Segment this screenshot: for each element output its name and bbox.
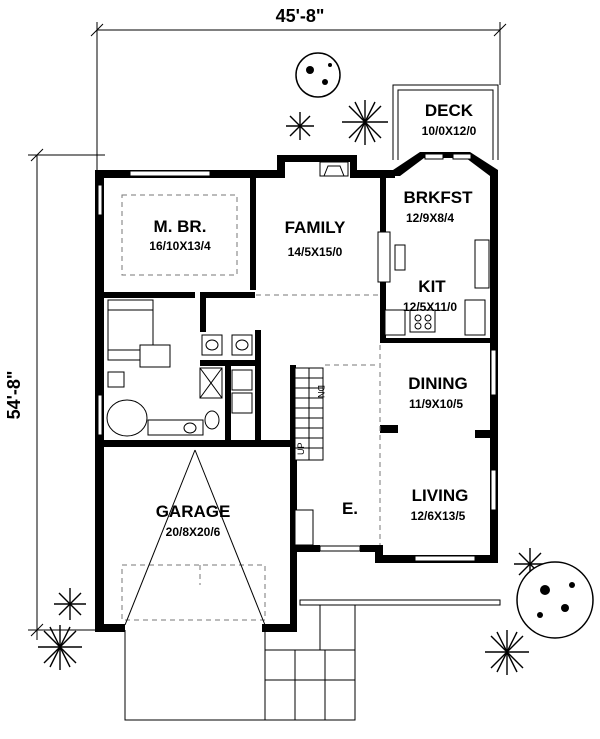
depth-dimension: 54'-8" bbox=[4, 148, 105, 640]
tree-icon bbox=[516, 561, 594, 639]
stair-up-label: UP bbox=[296, 442, 306, 455]
deck-size: 10/0X12/0 bbox=[422, 124, 477, 138]
kit-size: 12/5X11/0 bbox=[403, 300, 457, 314]
shrub-icon bbox=[342, 100, 388, 145]
brkfst-name: BRKFST bbox=[404, 188, 474, 207]
landscape-trees bbox=[38, 52, 594, 675]
room-labels: DECK 10/0X12/0 BRKFST 12/9X8/4 M. BR. 16… bbox=[149, 101, 476, 539]
garage-name: GARAGE bbox=[156, 502, 231, 521]
stair-down-label: DN bbox=[316, 385, 326, 398]
dining-name: DINING bbox=[408, 374, 468, 393]
deck-name: DECK bbox=[425, 101, 474, 120]
depth-label: 54'-8" bbox=[4, 371, 24, 420]
mbr-name: M. BR. bbox=[154, 217, 207, 236]
family-size: 14/5X15/0 bbox=[288, 245, 343, 259]
living-size: 12/6X13/5 bbox=[411, 509, 466, 523]
family-name: FAMILY bbox=[285, 218, 346, 237]
stairs: UP DN bbox=[294, 367, 326, 546]
dining-size: 11/9X10/5 bbox=[409, 397, 463, 411]
deck bbox=[392, 84, 499, 160]
shrub-icon bbox=[286, 112, 314, 140]
fixtures bbox=[106, 161, 490, 437]
shrub-icon bbox=[38, 625, 82, 670]
windows bbox=[97, 153, 497, 562]
shrub-icon bbox=[54, 588, 86, 620]
width-dimension: 45'-8" bbox=[90, 6, 507, 175]
living-name: LIVING bbox=[412, 486, 469, 505]
entry-name: E. bbox=[342, 499, 358, 518]
brkfst-size: 12/9X8/4 bbox=[406, 211, 454, 225]
kit-name: KIT bbox=[418, 277, 446, 296]
shrub-icon bbox=[485, 630, 529, 675]
dashed-openings bbox=[121, 194, 381, 626]
front-walk bbox=[124, 599, 501, 721]
width-label: 45'-8" bbox=[276, 6, 325, 26]
tree-icon bbox=[295, 52, 341, 98]
garage-size: 20/8X20/6 bbox=[166, 525, 221, 539]
mbr-size: 16/10X13/4 bbox=[149, 239, 211, 253]
